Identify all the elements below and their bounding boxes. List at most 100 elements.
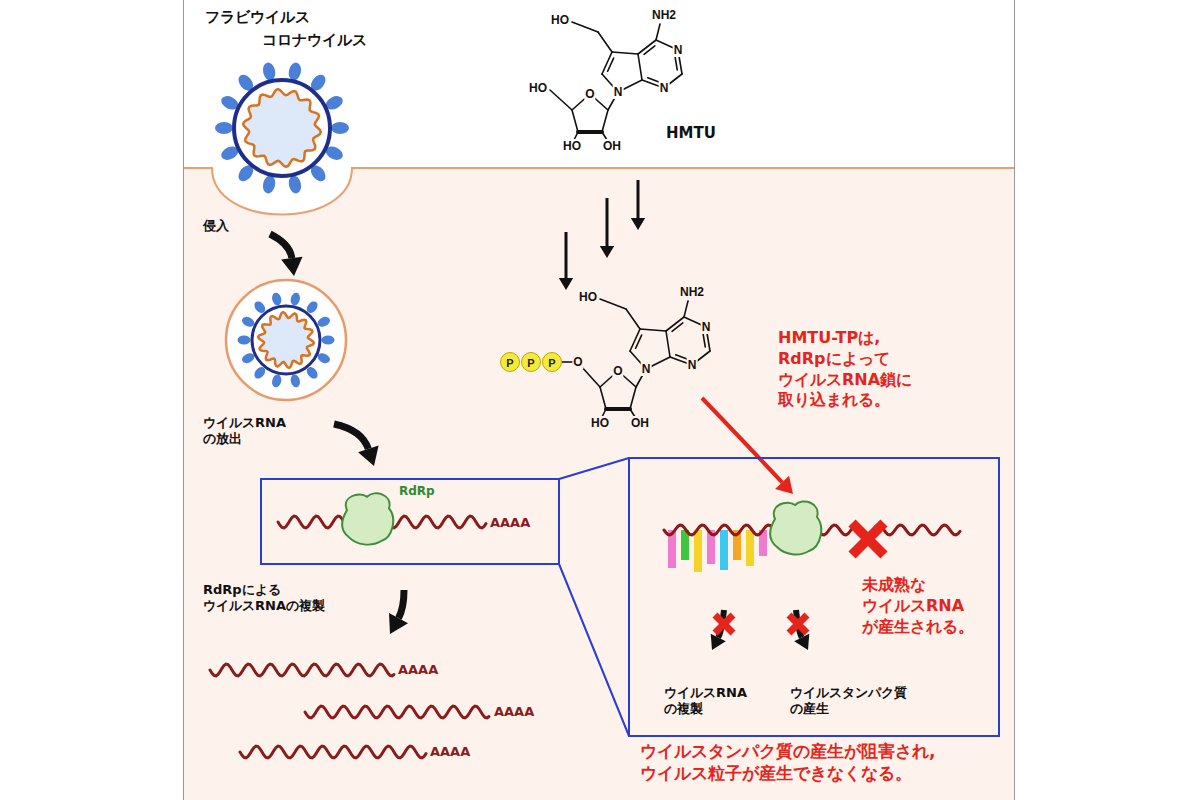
- chemical-bond: [602, 110, 608, 132]
- step-label: 侵入: [203, 218, 229, 234]
- atom-label: N: [613, 85, 624, 99]
- outside-ground: [183, 0, 1015, 800]
- phosphate-label: P: [543, 353, 561, 373]
- metabolism-arrow-head: [559, 278, 573, 290]
- viral-genome: [258, 312, 314, 368]
- chemical-bond: [672, 323, 683, 331]
- rna-strand: [305, 706, 489, 718]
- callout-text: HMTU-TPは, RdRpによって ウイルスRNA鎖に 取り込まれる。: [778, 328, 928, 411]
- rna-strand: [210, 664, 394, 676]
- step-arrow: [399, 590, 405, 618]
- atom-label: N: [673, 43, 684, 57]
- spike-protein: [289, 374, 301, 389]
- metabolism-arrow: [565, 232, 568, 278]
- chemical-bond: [598, 32, 612, 52]
- atom-label: HO: [590, 416, 610, 430]
- chemical-bond: [600, 387, 606, 409]
- incorporated-nucleotide: [694, 530, 702, 572]
- cell-interior: [183, 168, 1015, 800]
- phosphate-label: P: [522, 353, 540, 373]
- chemical-bond: [612, 52, 638, 54]
- stop-cross: [715, 615, 733, 633]
- chemical-bond: [638, 40, 656, 54]
- chemical-bond: [630, 387, 636, 409]
- chemical-bond: [640, 329, 666, 331]
- chemical-bond: [608, 58, 614, 71]
- chemical-bond: [602, 52, 612, 74]
- atom-label: HO: [578, 290, 598, 304]
- atom-label: N: [701, 320, 712, 334]
- chemical-bond: [636, 335, 642, 348]
- spike-protein: [271, 374, 283, 389]
- chemical-bond: [600, 299, 626, 309]
- virus-name: コロナウイルス: [262, 31, 367, 50]
- metabolism-arrow-head: [600, 246, 614, 258]
- atom-label: NH2: [651, 8, 677, 22]
- poly-a-tail: AAAA: [398, 662, 438, 678]
- step-arrow: [270, 234, 292, 258]
- atom-label: HO: [550, 13, 570, 27]
- chemical-bond: [675, 55, 677, 69]
- chemical-bond: [626, 309, 640, 329]
- chemical-bond: [644, 46, 655, 54]
- incorporation-arrow: [702, 398, 782, 482]
- cell-membrane: [183, 168, 1015, 215]
- incorporated-nucleotide: [746, 530, 754, 566]
- atom-label: O: [572, 355, 583, 369]
- atom-label: O: [584, 87, 595, 101]
- step-label: ウイルスRNA の放出: [203, 415, 303, 448]
- step-label: RdRpによる ウイルスRNAの複製: [203, 582, 348, 615]
- poly-a-tail: AAAA: [494, 704, 534, 720]
- stop-cross: [852, 523, 884, 555]
- chemical-bond: [630, 329, 640, 351]
- phosphate-circle: P: [542, 352, 562, 372]
- phosphate-circle: P: [500, 352, 520, 372]
- step-arrow: [334, 424, 368, 449]
- metabolism-arrow: [637, 180, 640, 218]
- zoom-detail-box: 未成熟な ウイルスRNA が産生される。ウイルスRNA の複製ウイルスタンパク質…: [628, 457, 1000, 737]
- compound-name: HMTU: [666, 124, 716, 143]
- metabolism-arrow: [606, 198, 609, 246]
- blocked-step: ウイルスタンパク質 の産生: [790, 685, 920, 718]
- frame-line: [183, 0, 184, 800]
- incorporated-nucleotide: [720, 530, 728, 570]
- atom-label: N: [659, 81, 670, 95]
- chemical-bond: [684, 301, 688, 317]
- blocked-step: ウイルスRNA の複製: [664, 685, 764, 718]
- atom-label: HO: [562, 139, 582, 153]
- spike-protein: [238, 336, 251, 345]
- phosphate-label: P: [501, 353, 519, 373]
- chemical-bond: [572, 110, 578, 132]
- spike-protein: [271, 292, 283, 307]
- metabolism-arrow-head: [631, 218, 645, 230]
- enzyme-outline: [337, 489, 397, 547]
- atom-label: HO: [528, 81, 548, 95]
- spike-protein: [215, 122, 233, 134]
- rdrp-enzyme: [770, 501, 821, 554]
- rna-strand: [240, 746, 426, 758]
- atom-label: OH: [630, 416, 650, 430]
- atom-label: N: [641, 362, 652, 376]
- chemical-bond: [606, 407, 630, 411]
- result-text: 未成熟な ウイルスRNA が産生される。: [862, 575, 987, 637]
- chemical-bond: [638, 54, 642, 80]
- result-text: ウイルスタンパク質の産生が阻害され, ウイルス粒子が産生できなくなる。: [640, 740, 970, 784]
- spike-protein: [322, 336, 335, 345]
- chemical-bond: [578, 130, 602, 134]
- enzyme-label: RdRp: [399, 484, 435, 499]
- rdrp-enzyme: RdRp: [337, 489, 397, 547]
- poly-a-tail: AAAA: [430, 744, 470, 760]
- chemical-bond: [656, 24, 660, 40]
- atom-label: N: [687, 358, 698, 372]
- step-arrow-head: [281, 257, 302, 276]
- endosome: [226, 280, 346, 400]
- viral-envelope: [234, 80, 330, 176]
- zoom-source-box: AAAARdRp: [260, 478, 560, 565]
- viral-genome: [243, 89, 321, 167]
- chemical-bond: [666, 317, 684, 331]
- chemical-bond: [703, 332, 705, 346]
- phosphate-circle: P: [521, 352, 541, 372]
